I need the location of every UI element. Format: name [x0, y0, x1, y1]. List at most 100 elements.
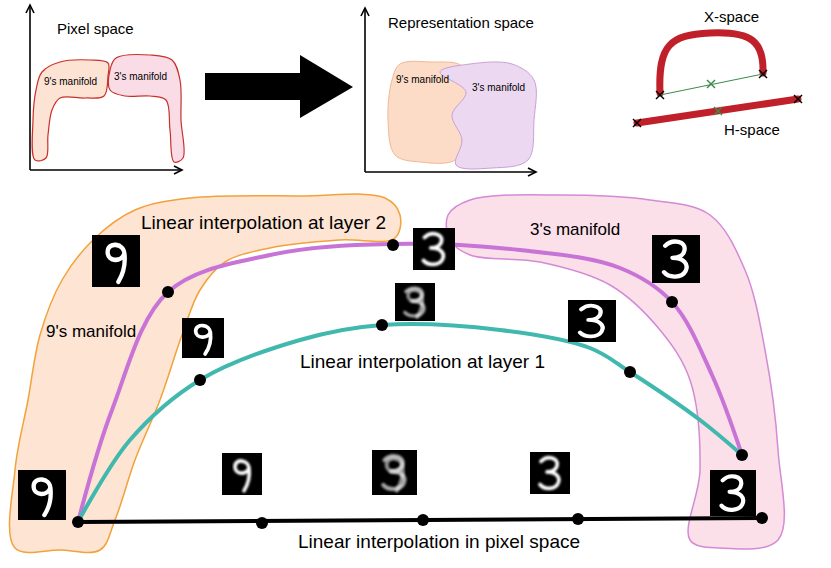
cross-mark — [794, 95, 802, 103]
x-axis — [365, 171, 536, 173]
y-axis — [364, 8, 366, 172]
curve-label: Linear interpolation in pixel space — [298, 531, 580, 553]
manifold-region: 3's manifold — [436, 60, 538, 172]
block-arrow — [205, 55, 353, 118]
x-space-arc — [660, 33, 763, 93]
space-title: Pixel space — [57, 20, 134, 37]
cross-mark — [714, 107, 722, 115]
digit-background — [710, 470, 756, 516]
cross-stroke — [707, 80, 715, 88]
cross-stroke — [714, 107, 722, 115]
sample-dot — [572, 513, 584, 525]
digit-background — [395, 283, 435, 321]
manifold-label: 9's manifold — [396, 74, 449, 86]
digit-image — [568, 300, 616, 342]
cross-stroke — [633, 119, 641, 127]
digit-stroke — [196, 326, 211, 354]
digit-stroke — [580, 306, 603, 337]
digit-image — [182, 318, 224, 358]
label-holder: X-space — [704, 8, 759, 26]
digit-stroke — [383, 456, 404, 489]
digit-background — [372, 450, 417, 495]
manifold-region: 9's manifold — [384, 58, 472, 166]
manifold-outline — [11, 192, 404, 554]
cross-mark — [633, 119, 641, 127]
sample-dot — [256, 517, 268, 529]
digit-stroke — [424, 234, 444, 265]
cross-stroke — [656, 91, 664, 99]
manifold-region: 9's manifold — [29, 56, 112, 164]
digit-image — [530, 452, 570, 494]
cross-stroke — [714, 107, 722, 115]
digit-background — [568, 300, 616, 342]
space-title: H-space — [724, 121, 780, 138]
digit-background — [92, 235, 140, 287]
label-holder: Linear interpolation at layer 2 — [141, 212, 386, 234]
manifold-shape — [108, 55, 184, 163]
digit-background — [222, 453, 262, 495]
manifold-outline — [29, 56, 112, 164]
digit-stroke — [235, 461, 249, 491]
manifold-label: 3's manifold — [472, 82, 525, 94]
h-space-line — [637, 99, 798, 123]
cross-mark — [707, 80, 715, 88]
digit-stroke — [722, 476, 744, 509]
manifold-outline — [106, 51, 187, 166]
x-axis — [30, 169, 182, 171]
manifold-shape — [440, 62, 536, 169]
manifold-region: 9's manifold — [11, 192, 404, 554]
cross-stroke — [794, 95, 802, 103]
manifold-outline — [436, 60, 538, 172]
sample-dot — [736, 449, 748, 461]
digit-stroke — [405, 288, 424, 316]
sample-dot — [756, 512, 768, 524]
manifold-region: 3's manifold — [106, 51, 187, 166]
manifold-label: 9's manifold — [46, 322, 136, 342]
digit-image — [413, 228, 455, 270]
curve-label: Linear interpolation at layer 1 — [300, 351, 545, 373]
digit-stroke — [540, 458, 559, 489]
label-holder: Linear interpolation at layer 1 — [300, 351, 545, 373]
label-holder: H-space — [724, 121, 780, 139]
digit-image — [372, 450, 417, 495]
digit-image — [710, 470, 756, 516]
y-axis — [29, 5, 31, 170]
sample-dot — [624, 366, 636, 378]
digit-image — [652, 235, 700, 283]
digit-image — [92, 235, 140, 287]
sample-dot — [376, 319, 388, 331]
digit-background — [18, 470, 66, 520]
space-title: X-space — [704, 8, 759, 25]
digit-image — [222, 453, 262, 495]
cross-stroke — [707, 80, 715, 88]
digit-image — [395, 283, 435, 321]
manifold-label: 3's manifold — [114, 71, 167, 83]
label-holder: Linear interpolation in pixel space — [298, 531, 580, 553]
sample-dot — [417, 514, 429, 526]
sample-dot — [162, 286, 174, 298]
sample-dot — [387, 239, 399, 251]
cross-stroke — [633, 119, 641, 127]
manifold-shape — [32, 60, 109, 161]
label-holder: Representation space — [388, 14, 534, 32]
cross-stroke — [759, 70, 767, 78]
sample-dot — [194, 374, 206, 386]
cross-stroke — [759, 70, 767, 78]
digit-background — [413, 228, 455, 270]
digit-background — [530, 452, 570, 494]
curve-label: Linear interpolation at layer 2 — [141, 212, 386, 234]
cross-stroke — [794, 95, 802, 103]
manifold-shape — [9, 194, 400, 553]
digit-stroke — [34, 479, 51, 515]
cross-stroke — [656, 91, 664, 99]
digit-stroke — [108, 245, 125, 282]
digit-stroke — [664, 242, 687, 277]
digit-background — [182, 318, 224, 358]
manifold-label: 3's manifold — [530, 220, 620, 240]
manifold-label: 9's manifold — [44, 76, 97, 88]
x-space-chord — [660, 74, 763, 95]
chart-axes — [365, 8, 536, 172]
sample-dot — [72, 516, 84, 528]
